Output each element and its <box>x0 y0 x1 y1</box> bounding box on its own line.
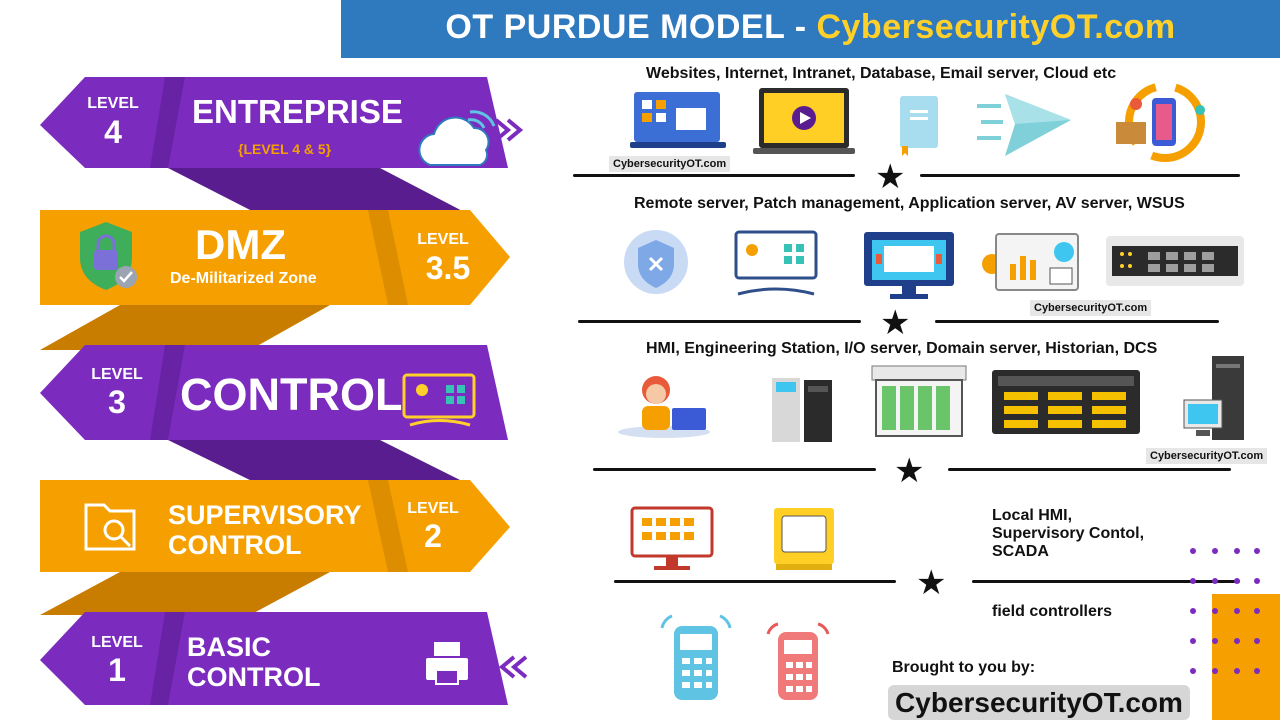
orange-accent-block <box>1212 594 1280 720</box>
watermark-row-3-5: CybersecurityOT.com <box>1030 300 1151 316</box>
io-server-icon <box>870 364 968 444</box>
brand-link[interactable]: CybersecurityOT.com <box>888 687 1190 719</box>
dot <box>1254 668 1260 674</box>
historian-dcs-icon <box>1182 354 1247 444</box>
level-1-name-line1: BASIC <box>187 632 271 663</box>
laptop-video-icon <box>753 86 858 158</box>
dot <box>1190 548 1196 554</box>
level-1-number: 1 <box>82 652 152 689</box>
double-chevron-left-icon <box>502 657 526 677</box>
dot <box>1254 608 1260 614</box>
star-icon: ★ <box>880 306 910 340</box>
monitor-patch-icon <box>734 230 819 300</box>
dot <box>1190 578 1196 584</box>
star-icon: ★ <box>916 566 946 600</box>
level-2-name-line1: SUPERVISORY <box>168 500 362 531</box>
dot <box>1234 608 1240 614</box>
dot <box>1234 668 1240 674</box>
level-2-label: LEVEL <box>398 500 468 518</box>
row-4-label: Websites, Internet, Intranet, Database, … <box>646 65 1116 83</box>
row-1-label: field controllers <box>992 603 1112 621</box>
application-monitor-icon <box>862 230 957 302</box>
star-icon: ★ <box>894 454 924 488</box>
email-send-icon <box>975 90 1075 160</box>
row-2-label-line3: SCADA <box>992 543 1049 561</box>
watermark-row-3: CybersecurityOT.com <box>1146 448 1267 464</box>
divider-3-5-left <box>578 320 861 323</box>
level-3-label: LEVEL <box>82 366 152 384</box>
divider-3-left <box>593 468 876 471</box>
level-1-label: LEVEL <box>82 634 152 652</box>
brand-box[interactable]: CybersecurityOT.com <box>888 685 1190 720</box>
level-3-number: 3 <box>82 384 152 421</box>
divider-4-left <box>573 174 855 177</box>
cloud-devices-icon <box>1110 80 1215 165</box>
dot <box>1234 638 1240 644</box>
level-3-5-label: LEVEL <box>408 231 478 249</box>
level-4-name: ENTREPRISE <box>192 93 403 131</box>
level-4-label: LEVEL <box>78 95 148 113</box>
connector-4-35 <box>168 168 470 215</box>
row-2-label-line1: Local HMI, <box>992 507 1072 525</box>
dot <box>1212 608 1218 614</box>
engineering-station-icon <box>770 370 835 445</box>
domain-server-icon <box>990 368 1142 438</box>
dot <box>1254 548 1260 554</box>
level-1-name-line2: CONTROL <box>187 662 320 693</box>
field-controller-2-icon <box>762 620 834 702</box>
dot <box>1212 668 1218 674</box>
connector-2-1 <box>40 572 330 615</box>
level-3-5-number: 3.5 <box>408 250 488 287</box>
brought-to-you-label: Brought to you by: <box>892 659 1035 677</box>
dot <box>1254 638 1260 644</box>
connector-3-2 <box>168 440 470 485</box>
header-brand: CybersecurityOT.com <box>816 8 1175 46</box>
row-3-label: HMI, Engineering Station, I/O server, Do… <box>646 340 1157 358</box>
laptop-dashboard-icon <box>630 90 730 155</box>
level-3-5-name: DMZ <box>195 221 286 269</box>
dot <box>1190 638 1196 644</box>
scada-monitor-icon <box>630 506 715 576</box>
watermark-row-4: CybersecurityOT.com <box>609 156 730 172</box>
dot <box>1212 548 1218 554</box>
row-2-label-line2: Supervisory Contol, <box>992 525 1144 543</box>
dot <box>1254 578 1260 584</box>
dot <box>1234 578 1240 584</box>
dot <box>1212 578 1218 584</box>
field-controller-1-icon <box>656 612 736 702</box>
divider-2-left <box>614 580 896 583</box>
dot <box>1234 548 1240 554</box>
star-icon: ★ <box>875 160 905 194</box>
level-4-number: 4 <box>78 114 148 151</box>
row-3-5-label: Remote server, Patch management, Applica… <box>634 195 1185 213</box>
double-chevron-right-icon <box>496 120 520 140</box>
dot <box>1190 668 1196 674</box>
level-3-5-sub: De-Militarized Zone <box>170 270 317 288</box>
hmi-operator-icon <box>616 368 716 440</box>
divider-2-right <box>972 580 1240 583</box>
dot <box>1190 608 1196 614</box>
dot <box>1212 638 1218 644</box>
wsus-switch-icon <box>1104 234 1246 289</box>
level-2-number: 2 <box>398 518 468 555</box>
connector-35-3 <box>40 305 330 350</box>
level-3-name: CONTROL <box>180 369 402 421</box>
divider-3-right <box>948 468 1231 471</box>
divider-4-right <box>920 174 1240 177</box>
local-hmi-terminal-icon <box>772 506 837 574</box>
divider-3-5-right <box>935 320 1219 323</box>
level-4-sub: {LEVEL 4 & 5} <box>238 141 331 157</box>
level-2-name-line2: CONTROL <box>168 530 301 561</box>
security-shield-icon <box>622 228 692 298</box>
database-book-icon <box>898 94 942 159</box>
av-server-dashboard-icon <box>978 228 1088 300</box>
